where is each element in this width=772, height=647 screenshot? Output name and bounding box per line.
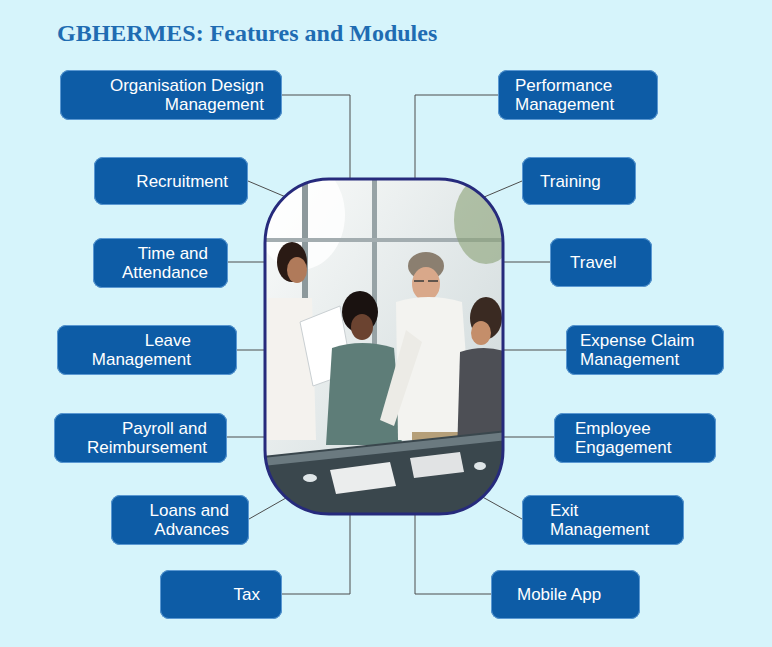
photo-person [351, 314, 373, 340]
module-box: Leave Management [57, 325, 237, 375]
photo-table [265, 432, 503, 466]
module-label: Payroll and Reimbursement [67, 419, 207, 457]
leader-line [282, 513, 350, 594]
module-box: Expense Claim Management [566, 325, 724, 375]
module-label: Mobile App [517, 585, 601, 604]
leader-line [237, 350, 266, 351]
photo-paper [410, 452, 464, 478]
leader-line [502, 350, 566, 351]
module-box: Organisation Design Management [60, 70, 282, 120]
module-box: Employee Engagement [554, 413, 716, 463]
photo-glasses [414, 280, 438, 282]
leader-line [282, 95, 350, 179]
module-box: Loans and Advances [111, 495, 249, 545]
office-photo [265, 179, 503, 514]
module-label: Tax [234, 585, 260, 604]
photo-person [412, 267, 440, 301]
module-label: Performance Management [515, 76, 635, 114]
diagram-title: GBHERMES: Features and Modules [57, 20, 437, 47]
module-label: Organisation Design Management [74, 76, 264, 114]
leader-line [415, 95, 498, 179]
photo-table [265, 430, 503, 514]
photo-person [277, 242, 307, 282]
module-label: Time and Attendance [108, 244, 208, 282]
module-label: Expense Claim Management [580, 331, 710, 369]
module-label: Employee Engagement [575, 419, 695, 457]
module-box: Training [522, 157, 636, 205]
module-box: Exit Management [522, 495, 684, 545]
module-box: Tax [160, 570, 282, 619]
photo-paper [330, 462, 396, 494]
leader-line [502, 262, 550, 263]
module-box: Performance Management [498, 70, 658, 120]
leader-line [227, 437, 266, 438]
module-label: Exit Management [550, 501, 665, 539]
leader-line [502, 437, 554, 438]
photo-cup [303, 474, 317, 482]
module-label: Loans and Advances [129, 501, 229, 539]
leader-lines [227, 95, 566, 594]
module-label: Training [540, 172, 601, 191]
module-box: Recruitment [94, 157, 248, 205]
leader-line [228, 262, 266, 263]
photo-cup [474, 462, 486, 470]
photo-frame [265, 179, 503, 514]
module-box: Mobile App [491, 570, 640, 619]
module-box: Time and Attendance [93, 238, 228, 288]
photo-person [471, 321, 491, 345]
module-box: Travel [550, 238, 652, 287]
module-box: Payroll and Reimbursement [54, 413, 227, 463]
leader-line [415, 513, 491, 594]
photo-person [380, 330, 422, 426]
photo-person [287, 257, 307, 283]
module-label: Leave Management [71, 331, 191, 369]
module-label: Recruitment [136, 172, 228, 191]
module-label: Travel [570, 253, 617, 272]
